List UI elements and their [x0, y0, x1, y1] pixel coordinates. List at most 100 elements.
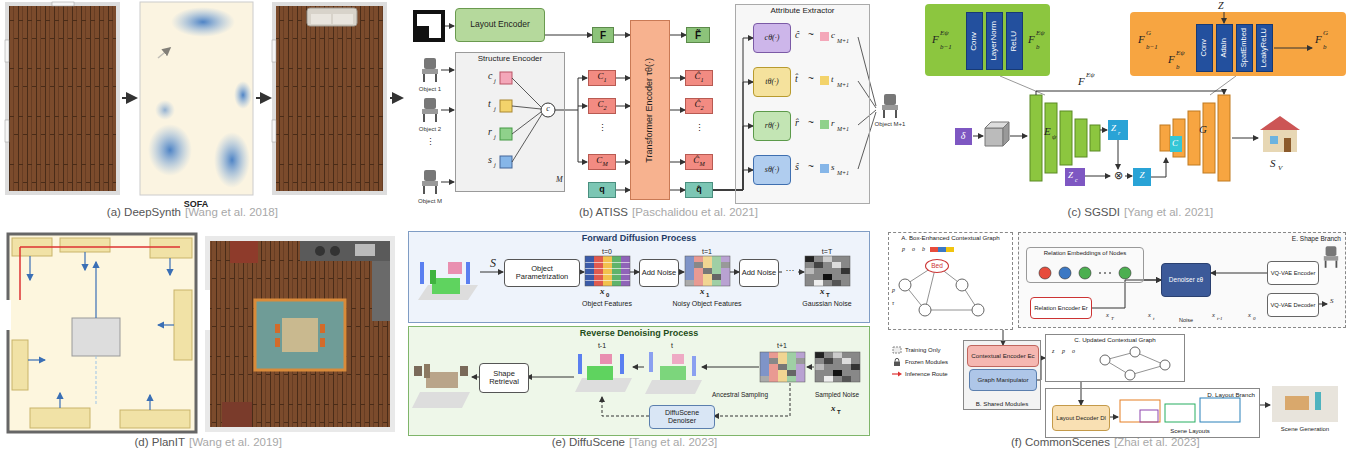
- label: z: [1052, 348, 1054, 354]
- module-box: Ĉ1: [685, 70, 713, 86]
- label: ~: [808, 162, 814, 172]
- caption-text: [Paschalidou et al. 2021]: [632, 207, 758, 219]
- label: ⋮: [598, 124, 607, 133]
- node-text: AdaIn: [1219, 38, 1228, 58]
- node-text: Add Noise: [742, 268, 777, 277]
- connector: [713, 82, 753, 190]
- node-text: Ĉ: [694, 99, 700, 109]
- subscript-text: M: [602, 160, 607, 167]
- group-box: Forward Diffusion ProcessObject Parametr…: [408, 231, 870, 323]
- label: G: [1323, 30, 1328, 37]
- label: ~: [808, 30, 814, 40]
- label: t=1: [702, 248, 712, 255]
- label: τ: [892, 300, 894, 306]
- module-box: CM: [588, 154, 616, 170]
- label: ⋮: [695, 124, 704, 133]
- group-box: D. Layout BranchLayout Decoder Dl: [1045, 388, 1260, 438]
- label: o: [1072, 348, 1075, 354]
- module-box: Add Noise: [739, 259, 779, 287]
- label: M+1: [837, 170, 849, 176]
- module-box: rθ(·): [753, 111, 791, 141]
- label: r̂: [795, 118, 799, 128]
- label: ···: [786, 266, 795, 275]
- node-text: Relation Encoder Er: [1034, 305, 1088, 311]
- label: F: [1138, 34, 1145, 45]
- module-box: Graph Manipulator: [969, 369, 1037, 391]
- module-box: Layout Decoder Dl: [1052, 405, 1110, 431]
- label: Z: [1111, 124, 1116, 133]
- label: S: [1330, 298, 1334, 305]
- label: F: [1168, 54, 1175, 65]
- module-box: Transformer Encoder τθ(·): [630, 20, 670, 200]
- label: b: [1176, 64, 1180, 71]
- label: t̂: [795, 74, 798, 84]
- label: p: [892, 287, 895, 293]
- label: b: [922, 246, 925, 252]
- caption-text: [Zhai et al. 2023]: [1114, 437, 1200, 449]
- label: c: [488, 71, 492, 81]
- label: M+1: [837, 82, 849, 88]
- label: x: [831, 404, 836, 413]
- module-box: Add Noise: [639, 259, 679, 287]
- caption-text: (a) DeepSynth: [107, 207, 181, 219]
- group-heading: C. Updated Contextual Graph: [1046, 336, 1184, 343]
- label: Scene Generation: [1281, 426, 1329, 432]
- legend-text: Training Only: [905, 347, 940, 353]
- node-text: rθ(·): [765, 121, 779, 130]
- group-heading: B. Shared Modules: [964, 400, 1040, 407]
- connector: [616, 78, 630, 79]
- module-box: DiffuScene Denoiser: [649, 405, 715, 429]
- module-box: q̂: [685, 182, 713, 198]
- label: j: [494, 78, 496, 85]
- subscript-text: M: [699, 160, 704, 167]
- label: Gaussian Noise: [802, 300, 851, 307]
- label: F: [1028, 34, 1035, 45]
- module-box: VQ-VAE Encoder: [1267, 261, 1319, 285]
- group-heading: Structure Encoder: [456, 54, 564, 63]
- caption-text: (e) DiffuScene: [552, 437, 625, 449]
- label: x: [1106, 312, 1109, 319]
- label: b: [1323, 44, 1327, 51]
- label: V: [1278, 165, 1282, 172]
- group-heading: A. Box-Enhanced Contextual Graph: [889, 234, 1012, 241]
- module-box: Contextual Encoder Ec: [967, 345, 1039, 367]
- module-box: Conv: [1196, 24, 1213, 72]
- node-text: Ĉ: [693, 155, 699, 165]
- connector: [670, 162, 685, 163]
- node-text: Conv: [969, 32, 978, 51]
- label: o: [912, 246, 915, 252]
- label: t: [831, 75, 834, 84]
- caption-text: (c) SGSDI: [1068, 207, 1120, 219]
- group-heading: Forward Diffusion Process: [409, 233, 869, 243]
- module-box: ĈM: [685, 154, 713, 170]
- label: T: [826, 292, 830, 298]
- module-box: tθ(·): [753, 67, 791, 97]
- module-box: Layout Encoder: [455, 8, 545, 42]
- label: b−1: [1146, 44, 1158, 51]
- node-text: Add Noise: [642, 268, 677, 277]
- node-text: ReLU: [1009, 31, 1018, 51]
- label: S: [490, 257, 496, 269]
- label: Eψ: [1036, 30, 1045, 37]
- label: ~: [808, 74, 814, 84]
- legend-sample: [892, 370, 902, 378]
- module-box: SpatEmbed: [1236, 24, 1253, 72]
- label: F: [1078, 76, 1085, 87]
- label: Eψ: [1176, 50, 1185, 57]
- node-text: Contextual Encoder Ec: [971, 352, 1034, 359]
- label: ψ: [1052, 134, 1056, 141]
- module-box: cθ(·): [753, 23, 791, 53]
- node-text: Shape Retrieval: [489, 369, 519, 386]
- connector: [614, 35, 630, 36]
- label: F: [932, 34, 939, 45]
- module-box: Ĉ2: [685, 98, 713, 114]
- node-text: LayerNorm: [989, 21, 998, 61]
- label: T: [837, 409, 841, 415]
- connector: [616, 106, 630, 107]
- module-box: Denoiser εθ: [1161, 263, 1211, 297]
- label: Scene Layouts: [1170, 428, 1210, 434]
- label: 0: [606, 292, 609, 298]
- label: Z: [1068, 171, 1073, 180]
- label: p: [1062, 348, 1065, 354]
- label: M+1: [837, 38, 849, 44]
